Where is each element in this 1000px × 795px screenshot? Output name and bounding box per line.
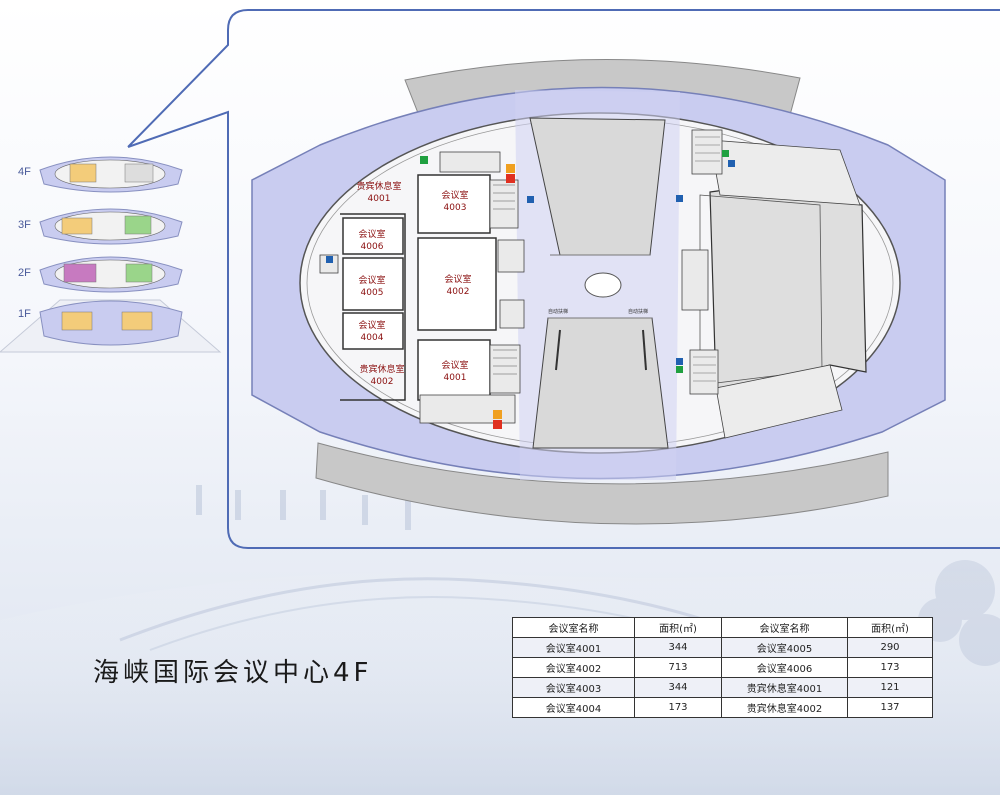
- table-row: 会议室4004 173 贵宾休息室4002 137: [512, 697, 933, 718]
- room-4002-name[interactable]: 会议室: [444, 273, 471, 285]
- escalator-left-label: 自动扶梯: [548, 308, 568, 315]
- table-cell: 会议室4004: [512, 697, 635, 718]
- floor-thumb-1f[interactable]: [0, 290, 230, 360]
- room-4006-number: 4006: [361, 242, 384, 252]
- table-cell: 173: [634, 697, 722, 718]
- table-cell: 会议室4005: [721, 637, 848, 658]
- floor-label-4f[interactable]: 4F: [18, 166, 31, 178]
- floor-selector: 4F 3F 2F 1F: [0, 150, 230, 360]
- table-cell: 137: [847, 697, 933, 718]
- exit-icon-2: [722, 150, 729, 157]
- elevator-icon-2: [493, 410, 502, 419]
- elevator-icon-1: [506, 164, 515, 173]
- accessible-icon-7: [676, 358, 683, 365]
- vip-4002-number: 4002: [371, 377, 394, 387]
- left-wing: [340, 174, 497, 401]
- accessible-icon-4: [493, 420, 502, 429]
- table-cell: 121: [847, 677, 933, 698]
- central-atrium: [584, 272, 622, 298]
- accessible-icon-1: [506, 174, 515, 183]
- room-4003-name[interactable]: 会议室: [441, 189, 468, 201]
- table-cell: 344: [634, 637, 722, 658]
- table-cell: 会议室4001: [512, 637, 635, 658]
- table-cell: 173: [847, 657, 933, 678]
- table-cell: 贵宾休息室4001: [721, 677, 848, 698]
- vip-4001-name[interactable]: 贵宾休息室: [356, 180, 401, 192]
- table-row: 会议室4002 713 会议室4006 173: [512, 657, 933, 678]
- vip-4001-number: 4001: [368, 194, 391, 204]
- vip-4002-name[interactable]: 贵宾休息室: [359, 363, 404, 375]
- table-header-row: 会议室名称 面积(㎡) 会议室名称 面积(㎡): [512, 617, 933, 638]
- floor-label-2f[interactable]: 2F: [18, 267, 31, 279]
- room-4006-name[interactable]: 会议室: [358, 228, 385, 240]
- room-area-table: 会议室名称 面积(㎡) 会议室名称 面积(㎡) 会议室4001 344 会议室4…: [512, 617, 933, 718]
- floor-thumb-2f[interactable]: [0, 250, 230, 300]
- right-wing: [681, 129, 867, 439]
- header-room-name-1: 会议室名称: [512, 617, 635, 638]
- header-area-2: 面积(㎡): [847, 617, 933, 638]
- floor-label-3f[interactable]: 3F: [18, 219, 31, 231]
- room-4002-number: 4002: [447, 287, 470, 297]
- accessible-icon-2: [527, 196, 534, 203]
- page-title: 海峡国际会议中心4F: [93, 658, 373, 688]
- accessible-icon-6: [676, 195, 683, 202]
- table-cell: 贵宾休息室4002: [721, 697, 848, 718]
- table-cell: 会议室4002: [512, 657, 635, 678]
- table-row: 会议室4001 344 会议室4005 290: [512, 637, 933, 658]
- accessible-icon-5: [728, 160, 735, 167]
- accessible-icon-3: [326, 256, 333, 263]
- exit-icon-1: [420, 156, 428, 164]
- table-cell: 会议室4003: [512, 677, 635, 698]
- service-icons: [326, 150, 735, 429]
- floor-label-1f[interactable]: 1F: [18, 308, 31, 320]
- room-4003-number: 4003: [444, 203, 467, 213]
- header-area-1: 面积(㎡): [634, 617, 722, 638]
- table-cell: 713: [634, 657, 722, 678]
- table-cell: 344: [634, 677, 722, 698]
- table-cell: 290: [847, 637, 933, 658]
- roof-bottom: [315, 442, 889, 525]
- exit-icon-3: [676, 366, 683, 373]
- room-4004-name[interactable]: 会议室: [358, 319, 385, 331]
- table-cell: 会议室4006: [721, 657, 848, 678]
- escalator-right-label: 自动扶梯: [628, 308, 648, 315]
- floor-thumb-4f[interactable]: [0, 150, 230, 200]
- table-row: 会议室4003 344 贵宾休息室4001 121: [512, 677, 933, 698]
- room-4004-number: 4004: [361, 333, 384, 343]
- room-4005-name[interactable]: 会议室: [358, 274, 385, 286]
- header-room-name-2: 会议室名称: [721, 617, 848, 638]
- room-4001-name[interactable]: 会议室: [441, 359, 468, 371]
- room-4001-number: 4001: [444, 373, 467, 383]
- room-4005-number: 4005: [361, 288, 384, 298]
- floor-thumb-3f[interactable]: [0, 202, 230, 252]
